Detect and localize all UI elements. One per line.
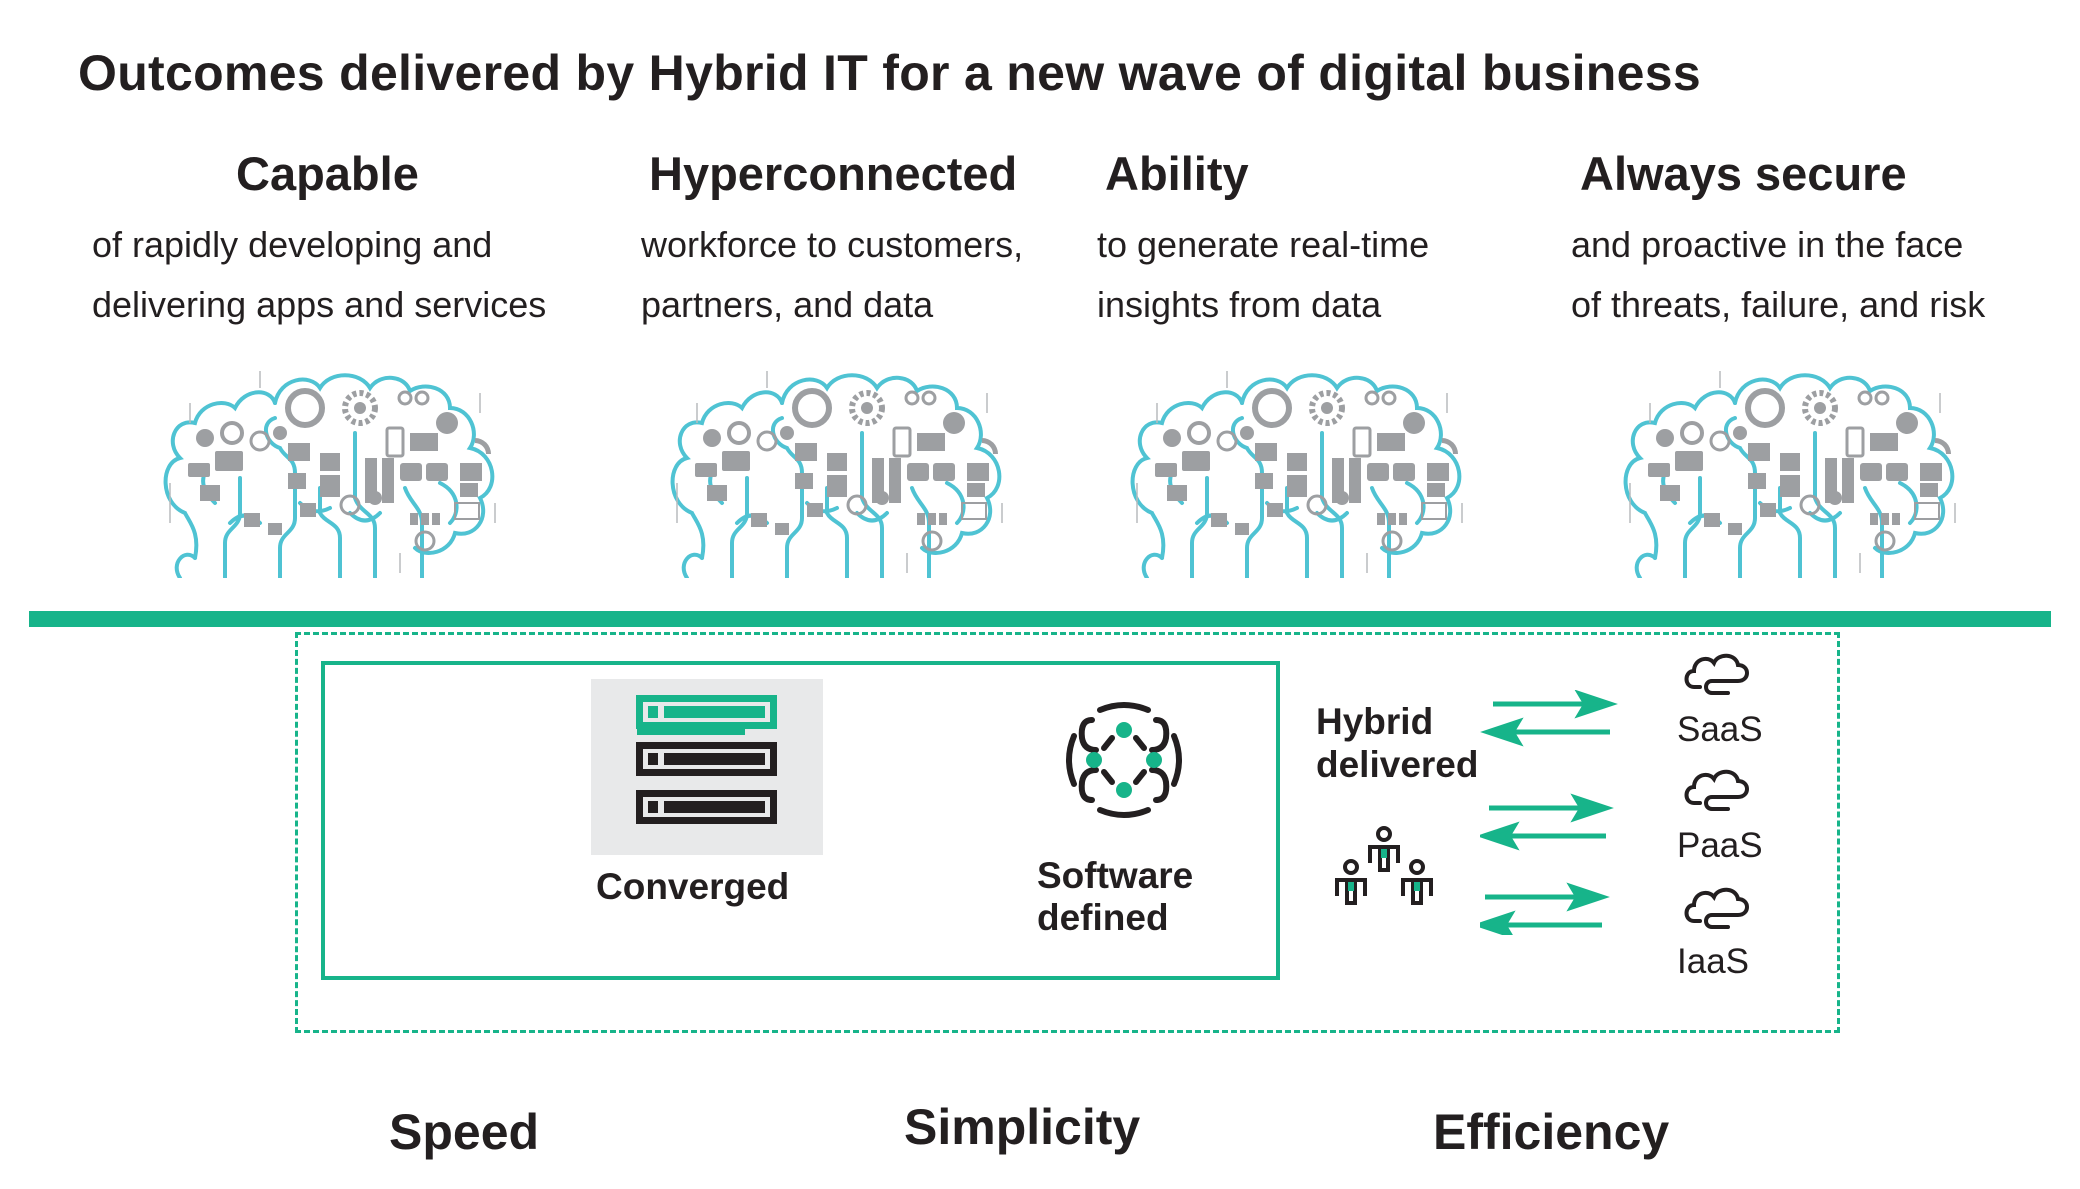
- brain-network-icon: [1127, 363, 1482, 578]
- outcome-desc-line: to generate real-time: [1097, 224, 1430, 265]
- saas-label: SaaS: [1677, 710, 1763, 749]
- outcome-desc-line: insights from data: [1097, 284, 1382, 325]
- brain-network-icon: [160, 363, 515, 578]
- arrow-right-icon: [1493, 690, 1618, 719]
- outcome-desc-always-secure: and proactive in the face of threats, fa…: [1571, 215, 1985, 335]
- cloud-icon: [1684, 653, 1749, 695]
- hybrid-it-container: [295, 632, 1840, 1033]
- arrow-right-icon: [1485, 882, 1610, 912]
- infrastructure-box: [321, 661, 1280, 980]
- converged-label: Converged: [596, 866, 790, 907]
- outcome-heading-always-secure: Always secure: [1580, 147, 1907, 200]
- brain-network-icon: [667, 363, 1022, 578]
- divider-bar: [29, 611, 2051, 627]
- software-defined-label: Software defined: [1037, 855, 1193, 939]
- hybrid-line2: delivered: [1316, 744, 1479, 785]
- arrow-left-icon: [1480, 717, 1610, 747]
- paas-label: PaaS: [1677, 826, 1763, 865]
- outcome-desc-line: partners, and data: [641, 284, 934, 325]
- exchange-arrows: [1480, 690, 1618, 935]
- outcome-heading-hyperconnected: Hyperconnected: [649, 147, 1018, 200]
- outcome-heading-ability: Ability: [1105, 147, 1249, 200]
- cloud-icon: [1684, 769, 1749, 811]
- hybrid-line1: Hybrid: [1316, 701, 1434, 742]
- arrow-left-icon: [1480, 821, 1606, 851]
- outcome-desc-line: workforce to customers,: [641, 224, 1024, 265]
- software-defined-icon: [1066, 702, 1182, 818]
- benefit-efficiency: Efficiency: [1433, 1104, 1670, 1160]
- outcome-desc-capable: of rapidly developing and delivering app…: [92, 215, 546, 335]
- benefit-speed: Speed: [389, 1104, 540, 1160]
- people-group-icon: [1335, 826, 1433, 905]
- outcome-desc-line: delivering apps and services: [92, 284, 547, 325]
- iaas-label: IaaS: [1677, 942, 1749, 981]
- arrow-right-icon: [1489, 793, 1614, 823]
- hybrid-delivered-label: Hybrid delivered: [1316, 700, 1478, 786]
- brain-network-icon: [1620, 363, 1975, 578]
- server-stack-icon: [591, 679, 823, 855]
- cloud-icon: [1684, 887, 1749, 929]
- benefit-simplicity: Simplicity: [904, 1099, 1141, 1155]
- software-defined-line2: defined: [1037, 897, 1169, 938]
- software-defined-line1: Software: [1037, 855, 1194, 896]
- diagram-title: Outcomes delivered by Hybrid IT for a ne…: [78, 45, 1701, 101]
- outcome-heading-capable: Capable: [236, 147, 419, 200]
- outcome-desc-hyperconnected: workforce to customers, partners, and da…: [641, 215, 1023, 335]
- outcome-desc-line: of rapidly developing and: [92, 224, 493, 265]
- outcome-desc-line: of threats, failure, and risk: [1571, 284, 1986, 325]
- arrow-left-icon: [1480, 910, 1602, 935]
- outcome-desc-ability: to generate real-time insights from data: [1097, 215, 1429, 335]
- outcome-desc-line: and proactive in the face: [1571, 224, 1964, 265]
